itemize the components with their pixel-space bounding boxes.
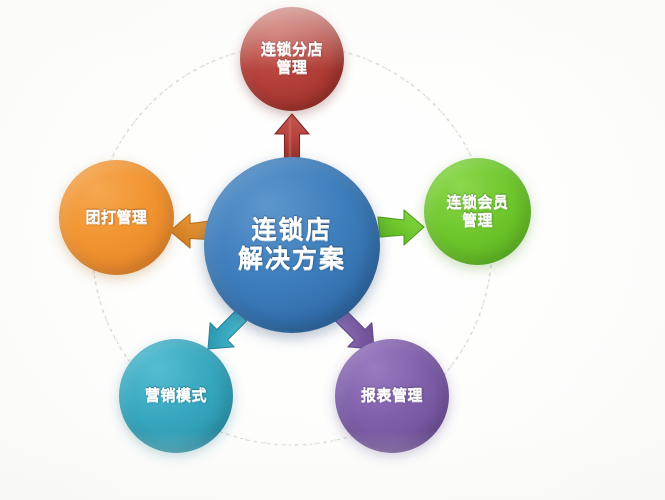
node-group-buy-management[interactable]: 团打管理 <box>59 160 174 275</box>
arrow-to-member-management <box>377 209 425 246</box>
node-report-management[interactable]: 报表管理 <box>335 339 449 453</box>
node-center-hub-label: 连锁店解决方案 <box>237 215 346 274</box>
node-branch-management-label: 连锁分店管理 <box>260 41 323 76</box>
node-center-hub[interactable]: 连锁店解决方案 <box>204 157 380 333</box>
node-marketing-model[interactable]: 营销模式 <box>119 339 233 453</box>
node-member-management-label: 连锁会员管理 <box>446 193 509 229</box>
node-branch-management[interactable]: 连锁分店管理 <box>240 7 344 111</box>
node-group-buy-management-label: 团打管理 <box>85 208 148 226</box>
node-report-management-label: 报表管理 <box>360 387 423 405</box>
node-marketing-model-label: 营销模式 <box>144 387 207 405</box>
node-member-management[interactable]: 连锁会员管理 <box>424 158 531 265</box>
